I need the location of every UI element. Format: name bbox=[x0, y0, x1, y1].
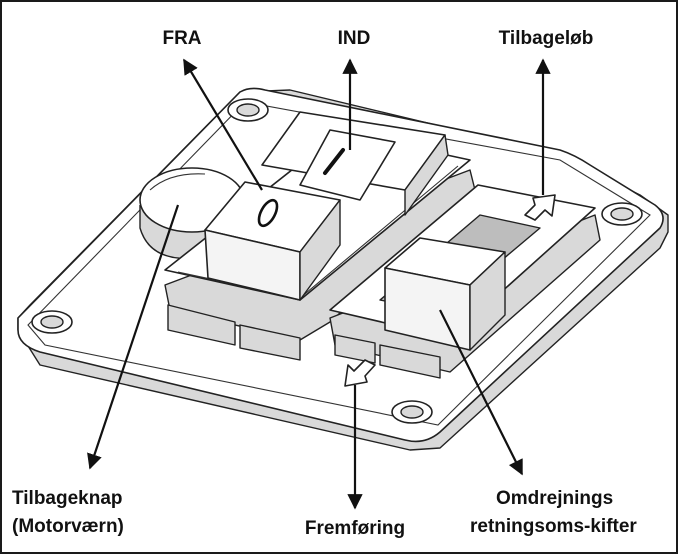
direction-rocker bbox=[384, 237, 506, 351]
arrow-direction bbox=[439, 309, 523, 476]
leader-arrows bbox=[87, 58, 551, 510]
forward-direction-arrow bbox=[344, 359, 376, 387]
label-on: IND bbox=[338, 28, 371, 49]
label-forward: Fremføring bbox=[305, 518, 405, 539]
off-rocker bbox=[204, 181, 341, 301]
label-reverse: Tilbageløb bbox=[499, 28, 594, 49]
on-rocker bbox=[261, 111, 449, 216]
label-direction-line2: retningsoms-kifter bbox=[470, 516, 637, 537]
label-reset-line1: Tilbageknap bbox=[12, 488, 123, 509]
reverse-direction-arrow bbox=[524, 194, 556, 221]
off-symbol bbox=[257, 198, 279, 228]
on-symbol bbox=[323, 148, 345, 175]
label-off: FRA bbox=[162, 28, 201, 49]
screw-hole-bottom bbox=[391, 400, 433, 424]
label-direction-line1: Omdrejnings bbox=[496, 488, 613, 509]
label-reset-line2: (Motorværn) bbox=[12, 516, 124, 537]
screw-hole-top-left bbox=[227, 98, 269, 122]
screw-hole-right bbox=[601, 202, 643, 226]
arrow-off bbox=[183, 58, 263, 191]
arrow-reset bbox=[87, 204, 180, 470]
screw-hole-left bbox=[31, 310, 73, 334]
